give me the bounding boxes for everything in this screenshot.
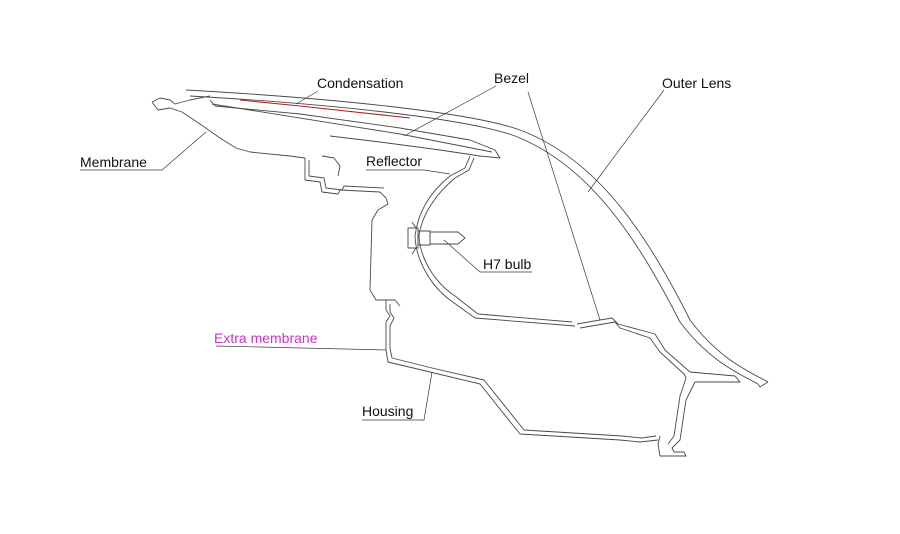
h7-bulb-shape [407,221,466,255]
leader-reflector [366,169,451,175]
label-membrane: Membrane [80,154,147,170]
label-outer-lens: Outer Lens [662,75,731,91]
label-condensation: Condensation [317,75,403,91]
reflector-shape [414,155,576,327]
label-housing: Housing [362,403,413,419]
label-h7-bulb: H7 bulb [483,256,531,272]
leader-h7-bulb [443,239,532,273]
leader-extra-membrane [215,345,387,351]
outer-lens-shape [185,89,769,388]
condensation-line [239,99,411,119]
leader-housing [362,371,433,421]
housing-shape [385,300,741,457]
leader-bezel-lower [527,91,601,321]
leader-outer-lens [587,89,665,193]
leader-membrane [80,131,207,171]
label-reflector: Reflector [366,153,422,169]
leader-lines [80,85,665,421]
bezel-shape [151,95,501,307]
leader-condensation [295,90,319,105]
label-extra-membrane: Extra membrane [214,330,318,346]
leader-bezel [403,85,497,137]
label-bezel: Bezel [494,70,529,86]
